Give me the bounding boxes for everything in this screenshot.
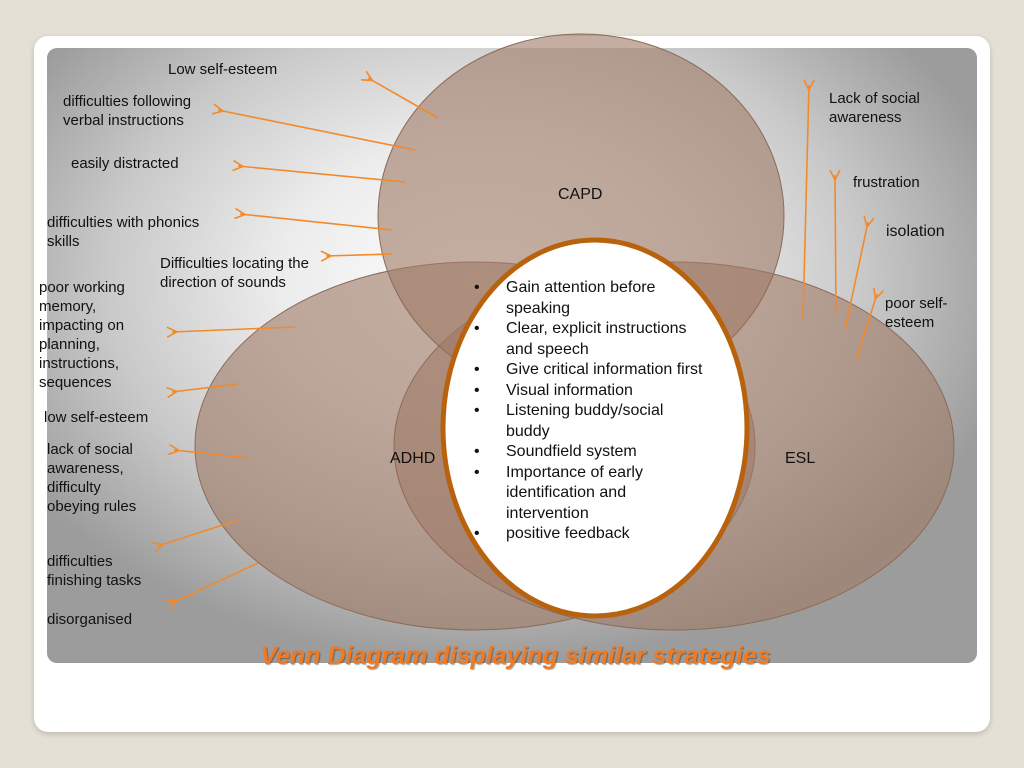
capd-trait-following-instructions: difficulties following verbal instructio…: [63, 92, 191, 130]
adhd-trait-social-awareness: lack of social awareness, difficulty obe…: [47, 440, 136, 516]
trait-line: difficulty: [47, 479, 101, 496]
arrow-capd-2: [218, 110, 416, 151]
trait-line: Lack of social: [829, 90, 920, 107]
trait-line: poor self-: [885, 295, 948, 312]
trait-line: obeying rules: [47, 498, 137, 515]
strategy-item: Gain attention before speaking: [474, 278, 704, 319]
strategy-item: positive feedback: [474, 524, 704, 545]
capd-trait-locating-sounds: Difficulties locating the direction of s…: [160, 254, 309, 292]
strategy-item: Soundfield system: [474, 442, 704, 463]
arrow-esl-3: [844, 222, 868, 331]
strategy-item: Visual information: [474, 381, 704, 402]
arrow-adhd-4: [158, 519, 239, 546]
trait-line: awareness,: [47, 460, 124, 477]
trait-line: esteem: [885, 314, 935, 331]
arrow-adhd-5: [172, 562, 259, 603]
arrow-esl-4: [855, 294, 877, 361]
adhd-trait-working-memory: poor working memory, impacting on planni…: [39, 278, 125, 392]
esl-trait-frustration: frustration: [853, 174, 920, 191]
trait-line: verbal instructions: [63, 112, 184, 129]
trait-line: sequences: [39, 374, 112, 391]
trait-line: difficulties: [47, 553, 113, 570]
capd-trait-phonics: difficulties with phonics skills: [47, 213, 199, 251]
trait-line: planning,: [39, 336, 100, 353]
adhd-trait-finishing-tasks: difficulties finishing tasks: [47, 552, 141, 590]
esl-label: ESL: [785, 450, 816, 467]
diagram-title: Venn Diagram displaying similar strategi…: [260, 642, 771, 670]
strategy-item: Clear, explicit instructions and speech: [474, 319, 704, 360]
trait-line: poor working: [39, 279, 125, 296]
trait-line: difficulties following: [63, 93, 192, 110]
esl-trait-isolation: isolation: [886, 223, 945, 240]
trait-line: Difficulties locating the: [160, 255, 309, 272]
adhd-trait-disorganised: disorganised: [47, 611, 133, 628]
strategy-item: Listening buddy/social buddy: [474, 401, 704, 442]
arrow-capd-3: [238, 166, 406, 183]
trait-line: direction of sounds: [160, 274, 286, 291]
trait-line: awareness: [829, 109, 902, 126]
trait-line: skills: [47, 233, 80, 250]
arrow-adhd-3: [174, 450, 249, 459]
capd-label: CAPD: [558, 186, 603, 203]
esl-trait-social-awareness: Lack of social awareness: [829, 89, 920, 127]
capd-trait-low-self-esteem: Low self-esteem: [168, 61, 278, 78]
arrow-adhd-2: [172, 383, 239, 392]
esl-trait-poor-self-esteem: poor self- esteem: [885, 294, 948, 332]
trait-line: instructions,: [39, 355, 120, 372]
trait-line: finishing tasks: [47, 572, 142, 589]
trait-line: lack of social: [47, 441, 133, 458]
arrow-adhd-1: [172, 326, 296, 332]
arrow-capd-5: [326, 254, 393, 256]
adhd-label: ADHD: [390, 450, 436, 467]
arrow-esl-1: [802, 85, 809, 321]
strategies-list: Gain attention before speaking Clear, ex…: [474, 278, 704, 545]
trait-line: impacting on: [39, 317, 125, 334]
capd-trait-easily-distracted: easily distracted: [71, 155, 179, 172]
arrow-capd-1: [368, 78, 439, 119]
strategy-item: Give critical information first: [474, 360, 704, 381]
adhd-trait-low-self-esteem: low self-esteem: [44, 409, 149, 426]
arrow-capd-4: [240, 214, 393, 231]
trait-line: memory,: [39, 298, 97, 315]
arrow-esl-2: [835, 175, 836, 313]
trait-line: difficulties with phonics: [47, 214, 200, 231]
strategy-item: Importance of early identification and i…: [474, 463, 704, 525]
